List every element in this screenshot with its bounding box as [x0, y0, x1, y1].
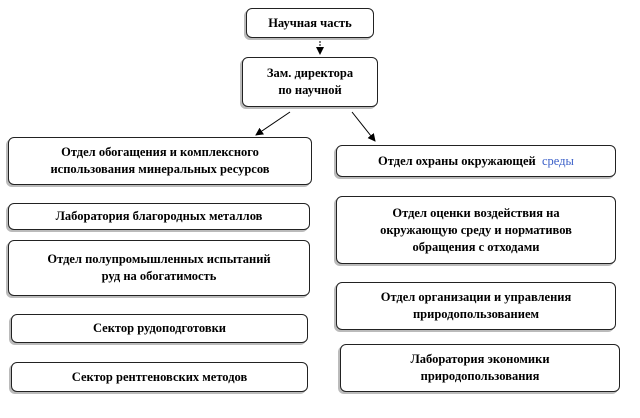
box-line: окружающую среду и нормативов — [380, 222, 572, 237]
deputy-line: по научной — [278, 83, 342, 97]
left-box-xray-methods: Сектор рентгеновских методов — [11, 362, 308, 392]
box-line: Отдел обогащения и комплексного — [61, 145, 259, 159]
left-box-pilot-testing: Отдел полупромышленных испытаний руд на о… — [8, 240, 310, 296]
box-line: Лаборатория благородных металлов — [55, 209, 263, 223]
box-line: Отдел охраны окружающей — [378, 153, 536, 168]
left-box-enrichment: Отдел обогащения и комплексного использов… — [8, 137, 312, 185]
highlight-word: среды — [541, 153, 574, 168]
right-box-environment: Отдел охраны окружающей среды — [336, 145, 616, 177]
left-box-precious-metals-lab: Лаборатория благородных металлов — [8, 203, 310, 230]
box-line: Лаборатория экономики — [410, 352, 550, 366]
right-box-economics-lab: Лаборатория экономики природопользования — [340, 344, 620, 392]
box-line: Отдел организации и управления — [380, 290, 572, 304]
box-line: Сектор рудоподготовки — [93, 321, 226, 335]
deputy-line: Зам. директора — [266, 66, 354, 80]
arrow-deputy-to-right — [351, 111, 376, 142]
box-line: Отдел оценки воздействия на — [392, 205, 560, 220]
root-box: Научная часть — [246, 8, 374, 38]
box-line: природопользованием — [412, 307, 540, 321]
box-line: Отдел полупромышленных испытаний — [47, 252, 271, 266]
box-line: Сектор рентгеновских методов — [71, 369, 248, 384]
right-box-nature-management: Отдел организации и управления природопол… — [336, 282, 616, 330]
left-box-ore-preparation: Сектор рудоподготовки — [11, 314, 308, 343]
box-line: использования минеральных ресурсов — [50, 162, 270, 176]
box-line: природопользования — [420, 369, 540, 383]
box-line: обращения с отходами — [412, 239, 540, 254]
root-label: Научная часть — [268, 15, 352, 30]
box-line: руд на обогатимость — [101, 269, 217, 283]
arrow-deputy-to-left — [255, 111, 291, 136]
deputy-box: Зам. директора по научной — [242, 57, 378, 107]
right-box-impact-assessment: Отдел оценки воздействия на окружающую ср… — [336, 196, 616, 264]
